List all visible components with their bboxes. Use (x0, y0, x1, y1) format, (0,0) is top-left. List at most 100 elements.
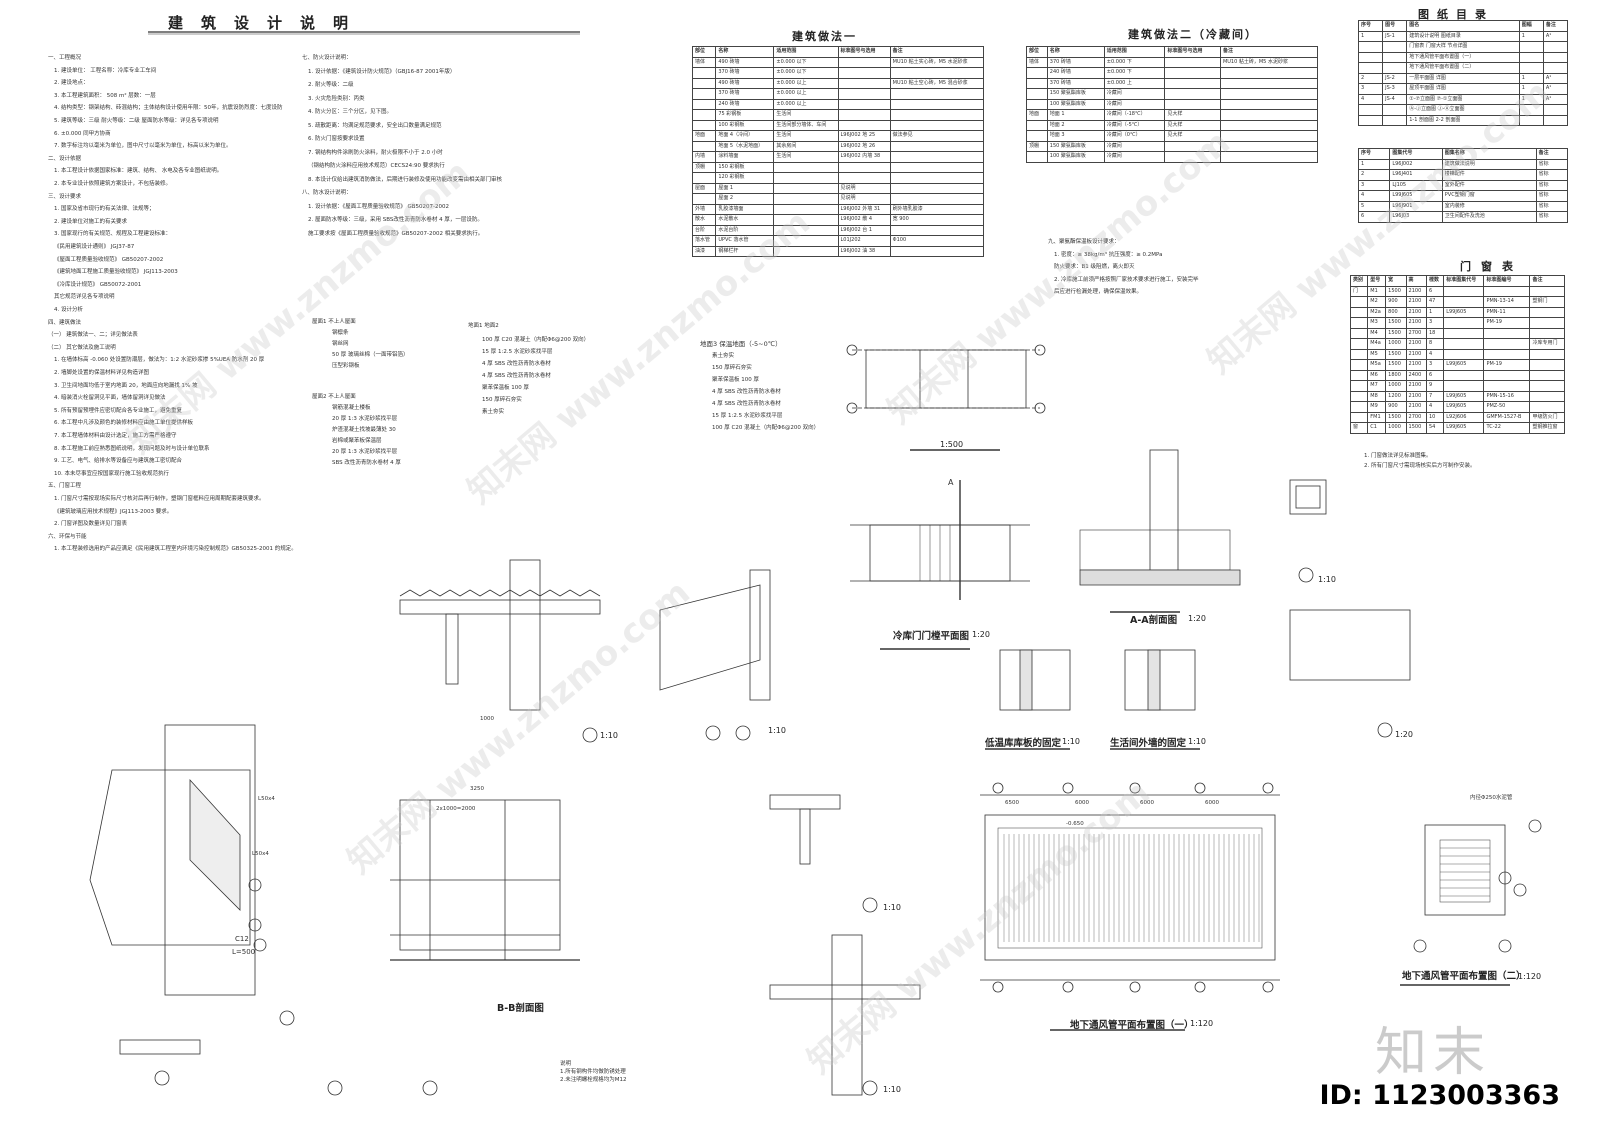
label-detail-scale: 1:10 (883, 903, 901, 912)
axis-dimension: 6000 (1205, 800, 1219, 806)
note-line: 《建筑玻璃应用技术规程》JGJ113-2003 要求。 (54, 508, 173, 515)
label-cold-door-plan: 冷库门门樘平面图 (893, 631, 970, 642)
note-line: 1. 门窗尺寸需按现场实际尺寸核对后再行制作，塑钢门窗框料应用周期配套建筑要求。 (54, 496, 265, 502)
floor-item: 100 厚 C20 混凝土（内配Φ6@200 双向） (482, 337, 590, 343)
table-cell: 油漆 (691, 245, 717, 257)
window-table-title: 门窗表 (1460, 260, 1523, 273)
table-cell: 顶棚 (691, 161, 717, 173)
table-header-cell: 备注 (1535, 148, 1569, 160)
axis-dimension: 6000 (1075, 800, 1089, 806)
note-line: 2. 屋面防水等级：三级，采用 SBS改性沥青防水卷材 4 厚，一层设防。 (308, 217, 483, 223)
floor-title: 地面1 地面2 (468, 323, 499, 329)
note-line: 《民用建筑设计通则》 JGJ37-87 (54, 244, 135, 250)
note-line: 3. 卫生间地面均低于室内地面 20，地面应向地漏找 1% 坡 (54, 382, 198, 389)
label-vent-plan-1-scale: 1:120 (1190, 1019, 1214, 1028)
table-cell: 5 (1357, 200, 1391, 212)
label-vent-plan-1: 地下通风管平面布置图（一） (1070, 1020, 1194, 1031)
note-line: 六、环保与节能 (48, 533, 87, 540)
note-line: 1. 本工程装修选用的产品应满足《民用建筑工程室内环境污染控制规范》GB5032… (54, 546, 297, 553)
table-cell: 省标 (1535, 190, 1569, 202)
table-cell (889, 182, 985, 194)
note-line: 《建筑地面工程施工质量验收规范》 JGJ113-2003 (54, 269, 178, 276)
roof2-title: 屋面2 不上人屋面 (312, 394, 356, 400)
table-cell: 150 聚氨酯库板 (1046, 140, 1105, 152)
table-cell (889, 119, 985, 131)
table-cell: TC-22 (1483, 422, 1531, 434)
table-cell: 落水管 (691, 235, 717, 247)
roof2-item: 20 厚 1:3 水泥砂浆找平层 (332, 449, 398, 455)
table-cell: 外墙 (691, 203, 717, 215)
table-cell (1164, 140, 1221, 152)
table-row: 门窗表 门窗大样 节点详图 (1357, 41, 1569, 53)
note-line: 2. 耐火等级：二级 (308, 82, 354, 88)
roof2-item: 20 厚 1:3 水泥砂浆找平层 (332, 416, 398, 422)
label-vent-plan-2: 地下通风管平面布置图（二） (1402, 971, 1526, 982)
table-cell: L96J002 (1389, 158, 1443, 170)
roof1-title: 屋面1 不上人屋面 (312, 319, 356, 325)
note-line: 四、建筑做法 (48, 319, 82, 326)
table1-title: 建筑做法一 (792, 30, 857, 43)
axis-dimension: 6000 (1140, 800, 1154, 806)
table-cell (1219, 119, 1319, 131)
label-aa-section-scale: 1:20 (1188, 614, 1206, 623)
label-living-wall-fix-scale: 1:10 (1188, 737, 1206, 746)
note-line: 七、防火设计说明： (302, 55, 352, 61)
roof2-item: 岩棉或聚苯板保温层 (332, 438, 382, 444)
dim-bb-width: 3250 (470, 786, 484, 792)
note-line: 八、防水设计说明： (302, 190, 352, 196)
table-cell: 省标 (1535, 200, 1569, 212)
roof1-item: 压型彩钢板 (332, 363, 360, 369)
note-line: 4. 防火分区：三个分区，见下图。 (308, 109, 392, 115)
label-detail-scale: 1:10 (883, 1085, 901, 1094)
table-cell: 4 (1357, 190, 1391, 202)
label-zoning-scale: 1:500 (940, 440, 964, 449)
label-detail-scale: 1:10 (600, 731, 618, 740)
note-line: （钢结构防火涂料应用技术规范）CECS24:90 要求执行 (308, 163, 445, 169)
table-cell: 见大样 (1164, 130, 1221, 142)
note-line: 8. 本设计仅给出建筑消防做法，后期进行装修及使用功能改变需由相关部门审核 (308, 176, 502, 183)
table-cell: L96J401 (1389, 169, 1443, 181)
note-line: 施工要求按《屋面工程质量验收规范》GB50207-2002 相关要求执行。 (308, 230, 484, 237)
table-cell (691, 193, 717, 205)
label-channel: C12 (235, 935, 249, 943)
table2-title: 建筑做法二（冷藏间） (1128, 28, 1258, 41)
note-line: 2. 冷库施工前须严格按照厂家技术要求进行施工，安装完毕 (1054, 276, 1199, 283)
note-line: 5. 建筑等级：三级 耐火等级：二级 屋面防水等级：详见各专项说明 (54, 118, 219, 124)
table-cell: L99J605 (1443, 422, 1485, 434)
note-line: 1. 密度：≥ 38kg/m³ 抗压强度：≥ 0.2MPa (1054, 251, 1163, 258)
table-cell (691, 119, 717, 131)
note-line: 7. 钢结构构件涂刷防火涂料，耐火极限不小于 2.0 小时 (308, 149, 443, 156)
table-cell (1164, 151, 1221, 163)
note-line: 3. 本工程建筑面积： 508 m² 层数：一层 (54, 92, 156, 99)
note-line: 《屋面工程质量验收规范》 GB50207-2002 (54, 256, 164, 263)
table-cell: 台阶 (691, 224, 717, 236)
note-line: 7. 本工程墙体材料由设计选定，施工方需严格遵守 (54, 433, 177, 439)
table-cell: L96J03 (1389, 211, 1443, 223)
table-cell (889, 161, 985, 173)
note-line: 2. 本专业设计依照建筑方案设计，不包括装修。 (54, 181, 171, 187)
note-line: 6. 本工程中凡涉及颜色的装修材料应由施工单位提供样板 (54, 420, 193, 427)
table-row: 120 彩钢板 (691, 172, 985, 184)
roof2-item: SBS 改性沥青防水卷材 4 厚 (332, 460, 401, 466)
table-cell: 窗 (1349, 422, 1369, 434)
table-header-cell: 序号 (1357, 148, 1391, 160)
note-line: 1. 本工程设计依据国家标准：建筑、结构、 水电及各专业图纸说明。 (54, 168, 223, 175)
note-line: 6. 防火门窗按要求设置 (308, 136, 365, 142)
note-line: 3. 火灾危险类别：丙类 (308, 95, 365, 102)
table-header-row: 序号图号图名图幅备注 (1357, 20, 1569, 32)
